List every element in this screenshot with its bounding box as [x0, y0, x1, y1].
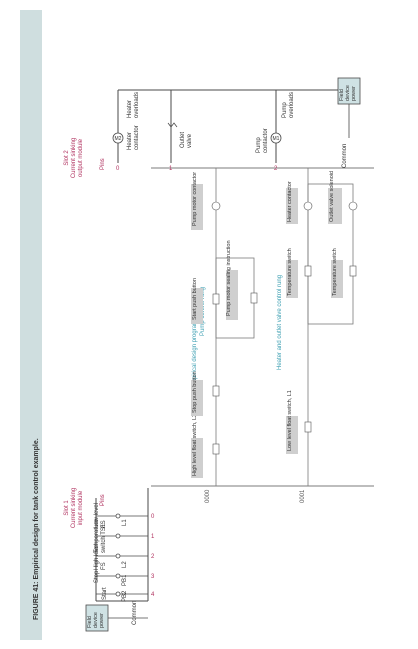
input-pin-2: 2 — [151, 554, 155, 560]
input-common-label: Common — [132, 601, 138, 625]
rung-0000-instr-5-name: Pump motor contactor — [192, 172, 198, 226]
rung-0001-instr-2-name: Temperature switch — [287, 248, 293, 296]
output-pin-0: 0 — [116, 166, 120, 172]
output-overloads-heater-2: overloads — [134, 92, 140, 118]
rung-0001-label: Heater and outlet valve control rung — [277, 275, 283, 370]
ladder-diagram: Slot 1 Current sinking input module Pins… — [46, 8, 394, 641]
output-module-title-line1: Slot 2 — [64, 150, 70, 166]
rung-0000-instruction-5: Pump motor contactor — [191, 172, 221, 230]
rung-0000: 0000 Pump control rung High level float … — [191, 168, 258, 503]
figure-sidebar — [20, 10, 42, 640]
rung-0001-instruction-1: Low level float switch, L1 — [286, 390, 312, 454]
rung-0000-instruction-2: Stop push button — [191, 371, 220, 416]
output-label-pump-1: Pump — [256, 137, 262, 153]
output-pin-2: 2 — [274, 166, 278, 172]
input-device-tag-pb1: PB1 — [122, 574, 128, 586]
input-pins-label: Pins — [100, 494, 106, 506]
output-power-line2: device — [345, 85, 351, 101]
output-power-line1: Field — [339, 89, 345, 101]
rung-0000-instruction-3: Start push button — [191, 278, 220, 324]
input-device-label-temp-1: Temperature — [94, 519, 100, 553]
output-label-heater-2: contactor — [134, 125, 140, 150]
rung-0000-instr-2-name: Stop push button — [192, 371, 198, 413]
input-device-label-low-level-1: Low level — [94, 503, 100, 528]
input-power-line2: device — [93, 612, 99, 628]
ladder-diagram-svg: Slot 1 Current sinking input module Pins… — [64, 77, 374, 632]
output-overloads-pump-1: Pump — [282, 102, 288, 118]
output-label-heater-1: Heater — [127, 132, 133, 150]
ladder-program: Empirical design program 0000 Pump contr… — [151, 167, 374, 503]
output-tag-m2: M2 — [115, 136, 122, 142]
rung-0001: 0001 Heater and outlet valve control run… — [277, 168, 358, 503]
rung-0001-instr-4-name: Heater contactor — [287, 181, 293, 222]
input-module-title-line1: Slot 1 — [64, 500, 70, 516]
output-tag-m1: M1 — [273, 136, 280, 142]
rung-0000-instr-4-name: Pump motor sealing instruction — [226, 240, 232, 316]
input-pin-3: 3 — [151, 574, 155, 580]
rung-0000-number: 0000 — [205, 489, 211, 503]
input-device-label-high-level-2: FS — [101, 562, 107, 570]
input-device-tag-l2: L2 — [122, 561, 128, 568]
input-pins-arrow: → — [99, 502, 105, 508]
rung-0001-instruction-5: Outlet valve solenoid — [328, 171, 358, 224]
rung-0000-instr-1-name: High level float switch, L2 — [192, 414, 198, 476]
rung-0000-instr-3-name: Start push button — [192, 278, 198, 320]
output-label-outlet-1: Outlet — [180, 132, 186, 148]
input-device-label-stop: Stop — [94, 570, 100, 583]
ladder-title: Empirical design program — [192, 320, 198, 388]
rung-0000-instruction-4: Pump motor sealing instruction — [226, 240, 258, 320]
output-label-pump-2: contactor — [263, 128, 269, 153]
output-overloads-heater-1: Heater — [127, 100, 133, 118]
rung-0001-instruction-2: Temperature switch — [286, 248, 312, 298]
output-pin-1: 1 — [169, 166, 173, 172]
rung-0001-number: 0001 — [300, 489, 306, 503]
input-device-tag-pb2: PB2 — [122, 590, 128, 602]
input-pin-0: 0 — [151, 514, 155, 520]
rung-0001-instr-1-name: Low level float switch, L1 — [287, 390, 293, 451]
output-coil-m1: M1 — [270, 132, 282, 144]
input-power-line1: Field — [87, 616, 93, 628]
input-device-label-start: Start — [102, 587, 108, 600]
rung-0000-instruction-1: High level float switch, L2 — [191, 414, 220, 478]
input-module-title-line2: Current sinking — [71, 488, 77, 528]
input-module: Slot 1 Current sinking input module Pins… — [64, 488, 155, 632]
output-overloads-pump-2: overloads — [289, 92, 295, 118]
rung-0001-instruction-4: Heater contactor — [286, 181, 313, 224]
output-label-outlet-2: valve — [187, 133, 193, 148]
input-device-label-temp-2: switch TS1 — [101, 523, 107, 553]
input-device-label-high-level-1: High level — [94, 544, 100, 570]
output-coil-m2: M2 — [112, 132, 124, 144]
input-pin-4: 4 — [151, 592, 155, 598]
input-pin-1: 1 — [151, 534, 155, 540]
input-module-title-line3: input module — [78, 490, 84, 525]
output-module: Slot 2 Current sinking output module Pin… — [64, 77, 361, 178]
input-device-label-low-level-2: FS — [101, 520, 107, 528]
output-common-label: Common — [342, 144, 348, 168]
output-module-title-line2: Current sinking — [71, 138, 77, 178]
rung-0001-instr-3-name: Temperature switch — [332, 248, 338, 296]
output-pins-label: Pins — [100, 158, 106, 170]
output-module-title-line3: output module — [78, 138, 84, 177]
input-device-tag-l1: L1 — [122, 519, 128, 526]
output-power-line3: power — [351, 86, 357, 101]
rung-0001-instr-5-name: Outlet valve solenoid — [329, 171, 335, 222]
figure-caption: FIGURE 41: Empirical design for tank con… — [33, 438, 40, 620]
input-power-line3: power — [99, 613, 105, 628]
rung-0001-instruction-3: Temperature switch — [331, 248, 357, 298]
